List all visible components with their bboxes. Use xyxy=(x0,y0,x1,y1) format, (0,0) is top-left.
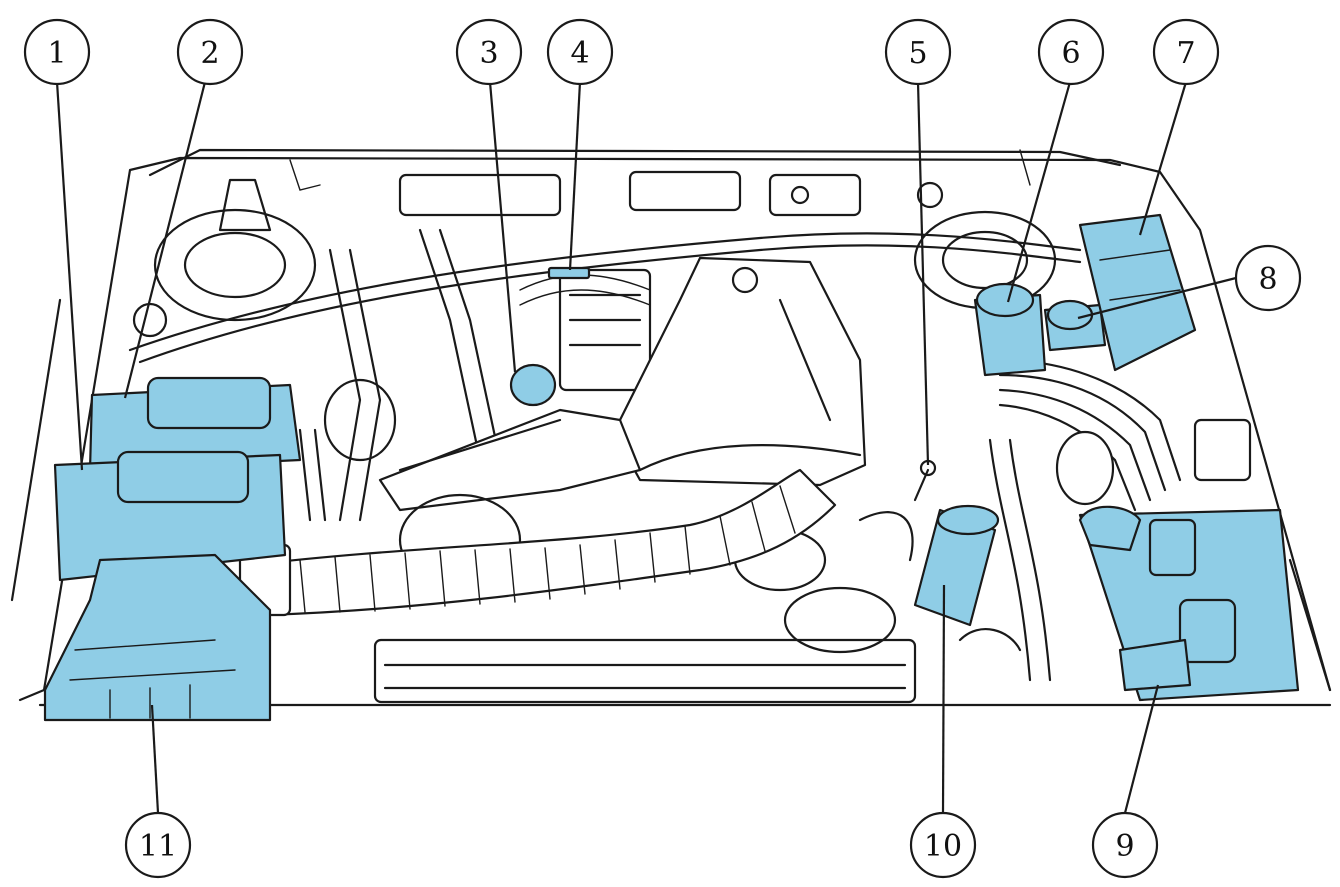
callout-label: 5 xyxy=(908,36,927,71)
callout-9: 9 xyxy=(1091,811,1159,879)
leader-11 xyxy=(150,704,160,814)
leader-3 xyxy=(488,81,517,373)
callout-1: 1 xyxy=(23,18,91,86)
engine-bay-linework xyxy=(10,148,1332,707)
intake-duct xyxy=(238,468,837,617)
callout-11: 11 xyxy=(124,811,192,879)
callout-4: 4 xyxy=(546,18,614,86)
callout-label: 10 xyxy=(924,829,962,864)
leader-1 xyxy=(55,81,84,471)
callout-label: 8 xyxy=(1258,262,1277,297)
leader-10 xyxy=(941,584,946,814)
callout-2: 2 xyxy=(176,18,244,86)
leader-8 xyxy=(1077,276,1237,320)
component-8 xyxy=(1043,299,1107,352)
component-1 xyxy=(53,450,287,582)
component-2 xyxy=(88,376,302,472)
leader-5 xyxy=(916,81,930,466)
component-11 xyxy=(43,553,272,722)
callout-label: 4 xyxy=(570,36,589,71)
callout-label: 2 xyxy=(200,36,219,71)
leader-7 xyxy=(1138,81,1188,236)
component-10 xyxy=(913,504,1000,627)
callout-6: 6 xyxy=(1037,18,1105,86)
leader-2 xyxy=(123,81,207,399)
callout-5: 5 xyxy=(884,18,952,86)
callout-label: 6 xyxy=(1061,36,1080,71)
callout-label: 11 xyxy=(139,829,177,864)
component-9 xyxy=(1078,505,1300,702)
component-7 xyxy=(1078,213,1197,372)
callout-7: 7 xyxy=(1152,18,1220,86)
highlighted-components xyxy=(43,213,1300,722)
callout-label: 9 xyxy=(1115,829,1134,864)
callout-label: 1 xyxy=(47,36,66,71)
leader-9 xyxy=(1123,684,1160,814)
component-6 xyxy=(973,282,1047,377)
leader-6 xyxy=(1006,81,1072,303)
callout-10: 10 xyxy=(909,811,977,879)
leader-4 xyxy=(568,81,582,271)
radiator-support xyxy=(373,638,917,704)
leader-lines xyxy=(55,81,1237,814)
component-4 xyxy=(547,266,591,280)
callout-label: 3 xyxy=(479,36,498,71)
component-3 xyxy=(509,363,557,407)
callouts: 1 2 3 4 5 6 7 8 xyxy=(23,18,1302,879)
callout-label: 7 xyxy=(1176,36,1195,71)
engine-cover xyxy=(616,256,867,487)
callout-3: 3 xyxy=(455,18,523,86)
callout-8: 8 xyxy=(1234,244,1302,312)
